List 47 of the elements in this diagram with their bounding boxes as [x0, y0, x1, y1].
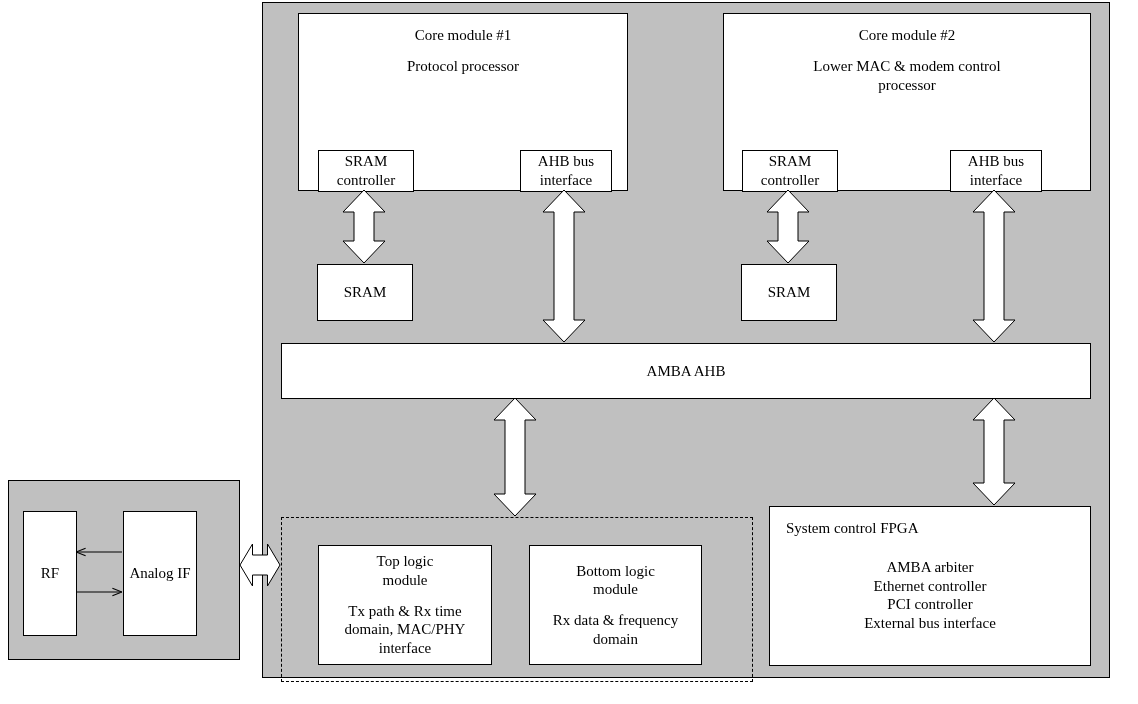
node-text: External bus interface [864, 614, 996, 633]
node-text: PCI controller [887, 595, 973, 614]
node-text: AHB bus interface [966, 152, 1026, 190]
node-text: AMBA AHB [646, 361, 726, 381]
group-box [281, 517, 753, 682]
node-text: Ethernet controller [873, 576, 987, 596]
double-arrow [972, 189, 1016, 343]
analog-box [123, 511, 197, 636]
module-box [723, 13, 1091, 191]
node-text: Protocol processor [406, 56, 520, 76]
node-heading: Core module #1 [414, 26, 512, 45]
node-heading: Top logic module [375, 552, 435, 590]
node-text: Tx path & Rx time domain, MAC/PHY interface [343, 601, 467, 658]
node-text: SRAM controller [335, 152, 397, 190]
controller-box [742, 150, 838, 192]
memory-box [741, 264, 837, 321]
double-arrow [239, 543, 281, 587]
node-heading: System control FPGA [785, 519, 919, 538]
node-text: RF [40, 564, 60, 583]
controller-box [318, 150, 414, 192]
node-text: Analog IF [129, 564, 191, 583]
node-text: Rx data & frequency domain [551, 611, 680, 649]
module-box [529, 545, 702, 665]
module-box [298, 13, 628, 191]
node-heading: Bottom logic module [575, 561, 656, 599]
rf-box [23, 511, 77, 636]
node-text: SRAM [767, 283, 811, 302]
node-text: Lower MAC & modem control processor [812, 56, 1002, 95]
double-arrow [972, 397, 1016, 506]
arrow [75, 547, 123, 557]
node-text: SRAM controller [759, 152, 821, 190]
interface-box [950, 150, 1042, 192]
interface-box [520, 150, 612, 192]
arrow [75, 587, 123, 597]
double-arrow [342, 189, 386, 264]
node-text: SRAM [343, 283, 387, 302]
double-arrow [766, 189, 810, 264]
double-arrow [542, 189, 586, 343]
node-text: AMBA arbiter [886, 557, 974, 577]
node-heading: Core module #2 [858, 26, 956, 45]
fpga-box [769, 506, 1091, 666]
module-box [318, 545, 492, 665]
bus-bar [281, 343, 1091, 399]
rf-panel [8, 480, 240, 660]
double-arrow [493, 397, 537, 517]
memory-box [317, 264, 413, 321]
node-text: AHB bus interface [536, 152, 596, 190]
